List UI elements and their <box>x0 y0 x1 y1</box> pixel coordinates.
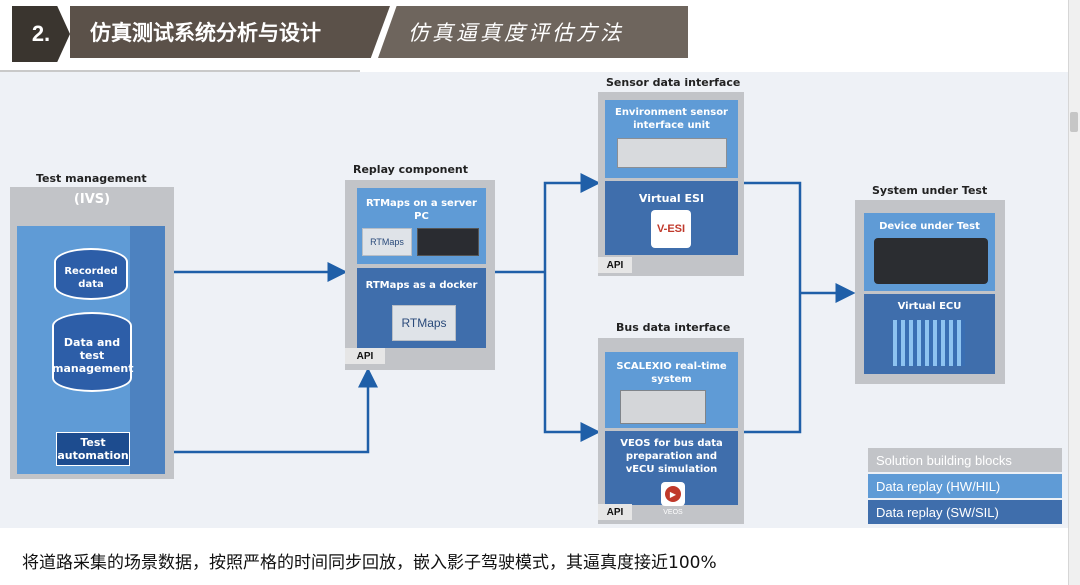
sensor-interface-label: Sensor data interface <box>606 76 741 89</box>
vertical-scrollbar[interactable] <box>1068 0 1080 585</box>
ivs-label: (IVS) <box>73 192 111 207</box>
rtmaps-logo: RTMaps <box>392 305 456 341</box>
virtual-esi-label: Virtual ESI <box>638 192 705 205</box>
ivs-panel-strip <box>130 226 165 474</box>
arrow-to-bus <box>543 272 601 442</box>
replay-component-label: Replay component <box>353 163 469 176</box>
replay-api-tag: API <box>345 348 385 364</box>
vesi-logo: V-ESI <box>651 210 691 248</box>
rtmaps-docker-label: RTMaps as a docker <box>365 280 478 291</box>
test-automation-box <box>56 432 130 466</box>
bus-api-tag: API <box>598 504 632 520</box>
arrow-bus-out <box>744 293 802 434</box>
veos-logo-text: VEOS <box>663 509 683 516</box>
bus-interface-label: Bus data interface <box>616 321 731 334</box>
server-image <box>417 228 479 256</box>
arrow-sensor-out <box>744 181 802 293</box>
data-test-management-cylinder <box>52 312 132 392</box>
virtual-ecu-image <box>893 320 965 366</box>
section-number: 2. <box>12 6 70 62</box>
header-divider <box>0 70 360 72</box>
scalexio-image <box>620 390 706 424</box>
legend-hw-hil: Data replay (HW/HIL) <box>868 474 1062 498</box>
virtual-ecu-label: Virtual ECU <box>897 301 962 312</box>
system-under-test-label: System under Test <box>872 184 988 197</box>
scrollbar-thumb[interactable] <box>1070 112 1078 132</box>
section-title: 仿真测试系统分析与设计 <box>70 6 390 58</box>
device-board-image <box>874 238 988 284</box>
veos-logo-icon: ▶ <box>661 482 685 506</box>
rtmaps-logo-small: RTMaps <box>362 228 412 256</box>
test-management-label: Test management <box>36 172 147 185</box>
section-subtitle: 仿真逼真度评估方法 <box>378 6 688 58</box>
recorded-data-cylinder <box>54 248 128 300</box>
slide-caption: 将道路采集的场景数据，按照严格的时间同步回放，嵌入影子驾驶模式，其逼真度接近10… <box>22 553 717 573</box>
device-under-test-label: Device under Test <box>879 221 980 232</box>
arrow-to-sensor <box>543 173 601 272</box>
legend-solution-blocks: Solution building blocks <box>868 448 1062 472</box>
sensor-api-tag: API <box>598 257 632 273</box>
legend-sw-sil: Data replay (SW/SIL) <box>868 500 1062 524</box>
legend: Solution building blocks Data replay (HW… <box>868 448 1062 524</box>
arrow-automation-to-replay <box>130 367 378 454</box>
env-sensor-unit-image <box>617 138 727 168</box>
